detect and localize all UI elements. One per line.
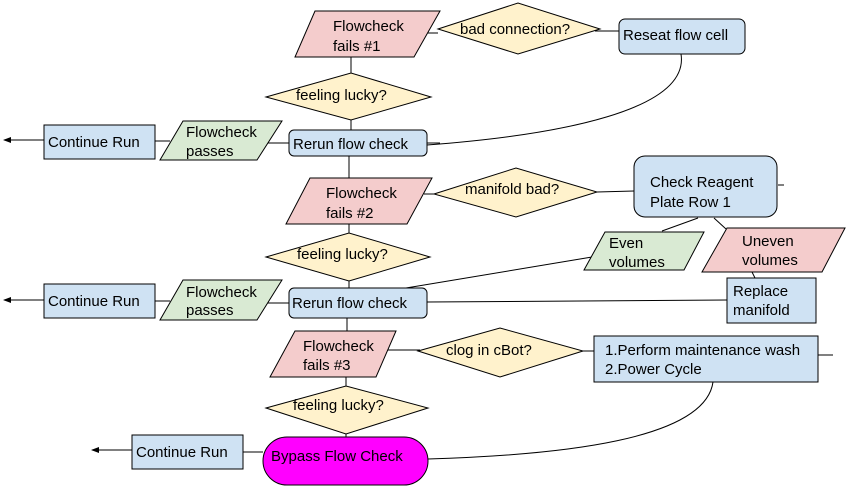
rect-shape: [726, 277, 817, 324]
node-bad-connection-decision[interactable]: bad connection?: [436, 2, 602, 55]
node-label: volumes: [609, 254, 665, 271]
rect-shape: [131, 434, 244, 470]
node-feeling-lucky-2[interactable]: feeling lucky?: [264, 232, 432, 282]
rounded-rect-shape: [618, 18, 746, 55]
node-flowcheck-passes-1[interactable]: Flowcheck passes: [159, 120, 283, 161]
node-label: Flowcheck: [186, 284, 257, 301]
node-manifold-bad-decision[interactable]: manifold bad?: [432, 167, 599, 218]
node-label: Bypass Flow Check: [271, 448, 403, 465]
node-label: Flowcheck: [303, 338, 374, 355]
edge-uneven-replace: [751, 271, 756, 279]
rect-shape: [43, 283, 156, 319]
node-clog-in-cbot-decision[interactable]: clog in cBot?: [416, 327, 585, 378]
node-replace-manifold[interactable]: Replace manifold: [726, 277, 817, 324]
node-rerun-flow-check-1[interactable]: Rerun flow check: [288, 129, 428, 157]
parallelogram-shape: [583, 231, 705, 271]
node-label: feeling lucky?: [297, 246, 388, 263]
parallelogram-shape: [285, 177, 433, 225]
node-label: Continue Run: [48, 293, 140, 310]
edge-maintenance-bypass: [427, 381, 714, 460]
node-label: Continue Run: [48, 134, 140, 151]
rect-shape: [43, 124, 156, 160]
edge-manifold-check: [596, 190, 635, 193]
diamond-shape: [416, 327, 585, 378]
node-label: Rerun flow check: [292, 295, 408, 312]
node-label: fails #2: [326, 205, 374, 222]
node-continue-run-2[interactable]: Continue Run: [43, 283, 156, 319]
node-even-volumes[interactable]: Even volumes: [583, 231, 705, 271]
node-label: Check Reagent: [650, 174, 754, 191]
parallelogram-shape: [269, 330, 397, 378]
terminal-shape: [262, 436, 429, 486]
node-label: Rerun flow check: [293, 136, 409, 153]
node-label: Flowcheck: [333, 18, 404, 35]
parallelogram-shape: [159, 120, 283, 161]
rect-shape: [593, 335, 819, 383]
parallelogram-shape: [159, 279, 283, 321]
rounded-rect-shape: [633, 155, 778, 218]
rounded-rect-shape: [288, 287, 428, 319]
diamond-shape: [436, 2, 602, 55]
edges: [3, 30, 833, 460]
node-label: Continue Run: [136, 444, 228, 461]
parallelogram-shape: [294, 10, 441, 58]
node-bypass-flow-check[interactable]: Bypass Flow Check: [262, 436, 429, 486]
node-label: Reseat flow cell: [623, 27, 728, 44]
node-label: Replace: [733, 283, 788, 300]
node-check-reagent-plate[interactable]: Check Reagent Plate Row 1: [633, 155, 778, 218]
edge-check-uneven: [713, 217, 727, 230]
edge-reseat-rerun1: [426, 53, 682, 146]
node-label: Uneven: [742, 233, 794, 250]
node-label: volumes: [742, 252, 798, 269]
node-flowcheck-fails-1[interactable]: Flowcheck fails #1: [294, 10, 441, 58]
node-label: Even: [609, 235, 643, 252]
node-label: feeling lucky?: [296, 87, 387, 104]
node-flowcheck-passes-2[interactable]: Flowcheck passes: [159, 279, 283, 321]
node-label: manifold bad?: [465, 181, 559, 198]
node-reseat-flow-cell[interactable]: Reseat flow cell: [618, 18, 746, 55]
node-label: Flowcheck: [186, 124, 257, 141]
node-continue-run-1[interactable]: Continue Run: [43, 124, 156, 160]
node-continue-run-3[interactable]: Continue Run: [131, 434, 244, 470]
diamond-shape: [264, 232, 432, 282]
node-label: fails #1: [333, 38, 381, 55]
node-label: Plate Row 1: [650, 194, 731, 211]
diamond-shape: [264, 72, 433, 121]
node-label: clog in cBot?: [446, 342, 532, 359]
parallelogram-shape: [701, 227, 846, 273]
node-flowcheck-fails-2[interactable]: Flowcheck fails #2: [285, 177, 433, 225]
node-label: fails #3: [303, 357, 351, 374]
node-label: passes: [186, 143, 234, 160]
edge-replace-rerun2: [426, 299, 728, 303]
node-uneven-volumes[interactable]: Uneven volumes: [701, 227, 846, 273]
node-label: 1.Perform maintenance wash: [605, 342, 800, 359]
edge-even-rerun2: [399, 256, 593, 290]
node-feeling-lucky-3[interactable]: feeling lucky?: [264, 385, 430, 435]
diamond-shape: [432, 167, 599, 218]
edge-check-even: [661, 217, 699, 232]
rounded-rect-shape: [288, 129, 428, 157]
node-label: 2.Power Cycle: [605, 361, 702, 378]
node-label: manifold: [733, 302, 790, 319]
node-label: bad connection?: [460, 21, 570, 38]
node-feeling-lucky-1[interactable]: feeling lucky?: [264, 72, 433, 121]
node-label: passes: [186, 302, 234, 319]
node-rerun-flow-check-2[interactable]: Rerun flow check: [288, 287, 428, 319]
diamond-shape: [264, 385, 430, 435]
node-maintenance-power-cycle[interactable]: 1.Perform maintenance wash 2.Power Cycle: [593, 335, 819, 383]
node-label: feeling lucky?: [293, 397, 384, 414]
node-label: Flowcheck: [326, 185, 397, 202]
node-flowcheck-fails-3[interactable]: Flowcheck fails #3: [269, 330, 397, 378]
